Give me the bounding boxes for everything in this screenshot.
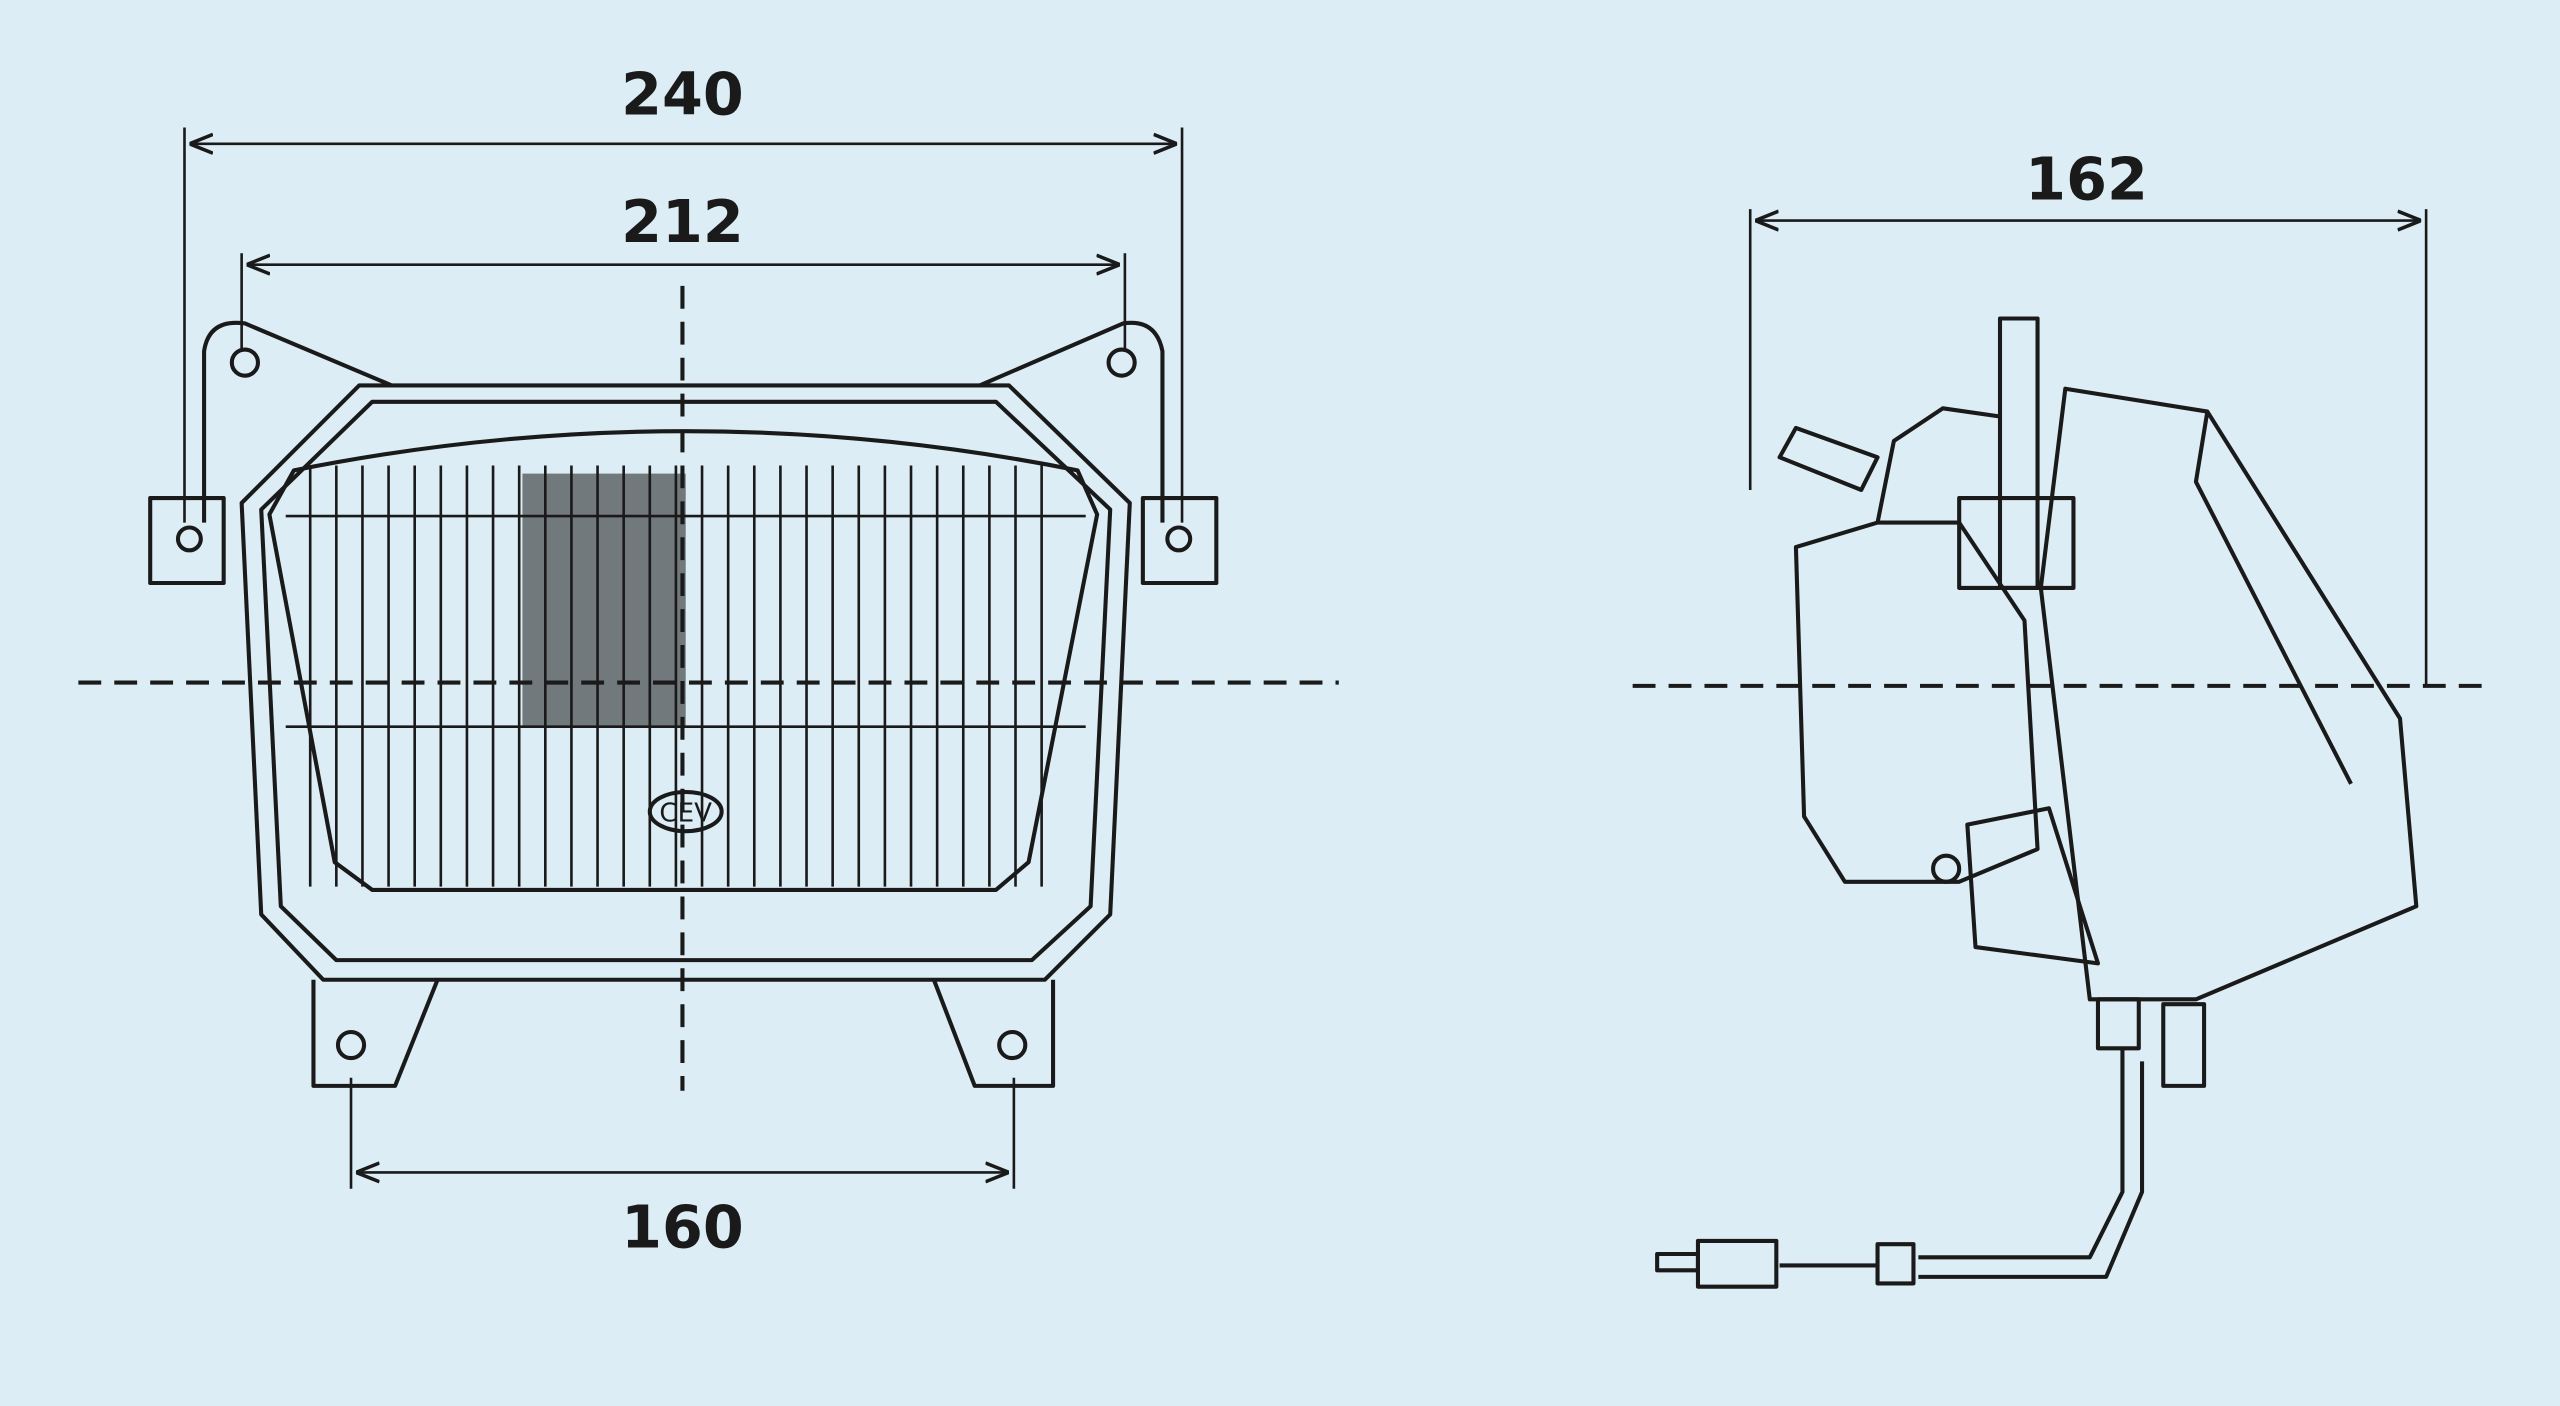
side-view: 162: [1632, 144, 2482, 1289]
dimension-240: 240: [183, 59, 1184, 523]
dimension-212: 212: [240, 187, 1127, 352]
dimension-162: 162: [1748, 144, 2428, 686]
dimension-160: 160: [349, 1077, 1016, 1261]
front-view: 240 212 160 CEV: [78, 59, 1339, 1261]
dimension-label-162: 162: [2025, 144, 2148, 213]
svg-text:CEV: CEV: [659, 798, 712, 828]
cev-logo: CEV: [647, 789, 724, 834]
dimension-label-212: 212: [621, 187, 744, 256]
dimension-label-160: 160: [621, 1192, 744, 1261]
dimension-label-240: 240: [621, 59, 744, 128]
